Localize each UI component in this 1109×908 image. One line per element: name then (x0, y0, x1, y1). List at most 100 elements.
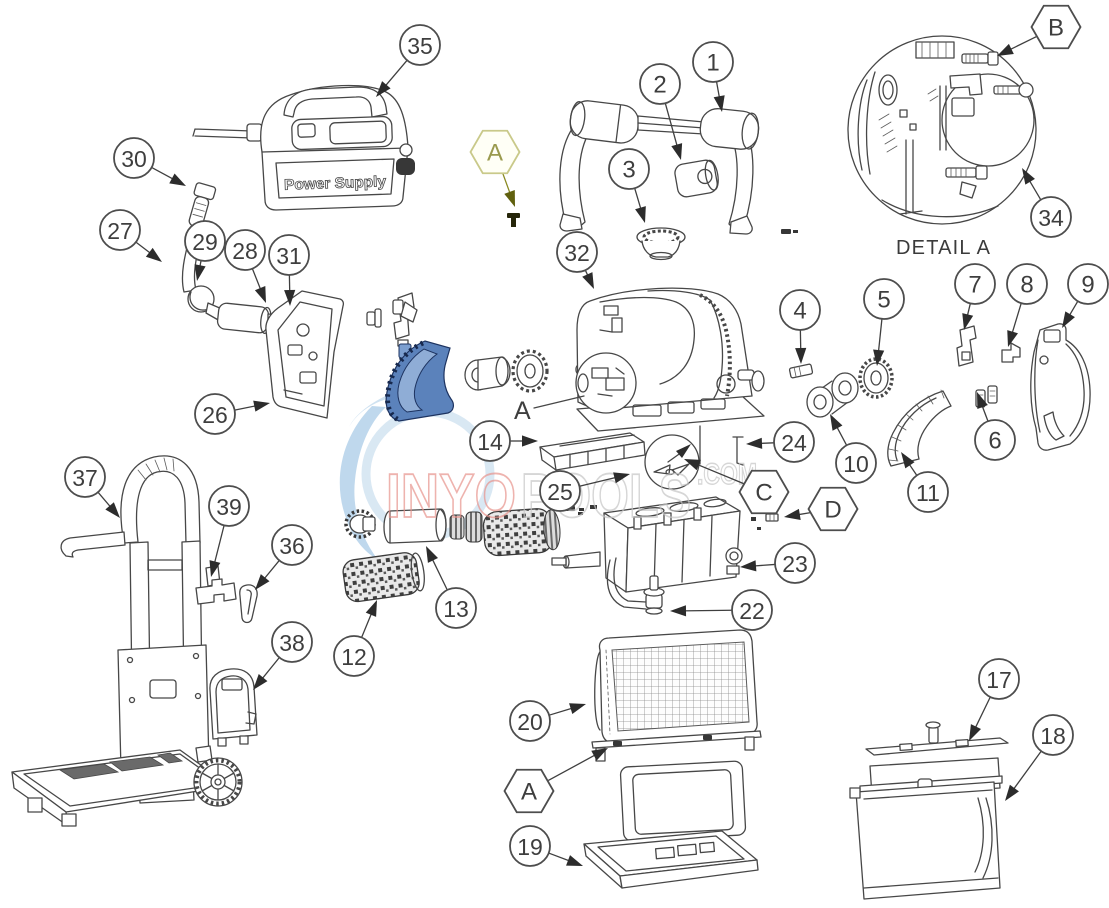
part-19-basket (583, 760, 759, 889)
svg-text:38: 38 (279, 630, 305, 656)
caddy-wheel-icon (193, 757, 243, 807)
callout-12: 12 (333, 600, 377, 677)
callout-17: 17 (969, 658, 1020, 741)
part-gear-left (511, 349, 549, 393)
part-36-pin (239, 584, 258, 624)
callout-37: 37 (64, 456, 120, 518)
svg-text:3: 3 (622, 157, 635, 184)
svg-text:9: 9 (1081, 272, 1094, 299)
part-9-side-guard (1030, 323, 1091, 451)
screws-d-target (751, 513, 779, 530)
part-2-float (674, 159, 719, 198)
svg-text:11: 11 (916, 480, 940, 506)
part-32-body-housing (575, 287, 765, 466)
part-22-hose-fitting (606, 557, 665, 615)
callout-19: 19 (509, 825, 583, 867)
svg-text:6: 6 (988, 428, 1001, 455)
callout-30: 30 (113, 137, 186, 186)
part-7-bracket (956, 325, 977, 367)
svg-text:35: 35 (407, 33, 433, 59)
callout-38: 38 (253, 621, 313, 690)
screw-b-target (961, 51, 999, 66)
svg-text:12: 12 (341, 644, 367, 670)
part-4-bar-washer (788, 363, 814, 379)
callout-C: C (684, 459, 790, 515)
power-knob-icon (396, 158, 415, 175)
part-28-float-cylinder (216, 302, 272, 334)
callout-36: 36 (255, 524, 313, 590)
svg-text:28: 28 (232, 238, 258, 264)
callout-7: 7 (954, 263, 996, 330)
svg-text:5: 5 (877, 287, 890, 314)
callout-9: 9 (1062, 263, 1109, 328)
callout-25: 25 (539, 470, 630, 512)
svg-text:36: 36 (279, 533, 305, 559)
part-30-cable-connector (188, 182, 217, 228)
callout-B: B (997, 4, 1082, 56)
power-supply-label: Power Supply (284, 173, 387, 194)
callout-24: 24 (746, 421, 815, 463)
part-20-screen (591, 629, 762, 762)
svg-text:4: 4 (793, 298, 806, 325)
part-13-roller-assembly (344, 506, 584, 557)
callout-18: 18 (1005, 714, 1074, 801)
section-a-label: A (514, 395, 585, 425)
part-39-clip (195, 565, 237, 605)
part-14-vane-strip (539, 432, 646, 471)
part-5-gear (858, 357, 894, 399)
svg-text:C: C (755, 480, 772, 507)
callout-39: 39 (208, 485, 250, 577)
svg-text:30: 30 (121, 146, 147, 172)
callout-5: 5 (863, 278, 905, 366)
svg-text:25: 25 (547, 479, 573, 505)
svg-text:A: A (487, 140, 503, 167)
svg-text:A: A (514, 397, 531, 425)
callout-13: 13 (426, 546, 477, 629)
part-37-caddy (11, 455, 243, 827)
screw-a-bottom (613, 741, 622, 746)
detail-a-caption: DETAIL A (896, 237, 992, 259)
svg-text:2: 2 (653, 72, 666, 99)
svg-text:27: 27 (107, 218, 133, 244)
svg-text:26: 26 (202, 402, 228, 428)
callout-31: 31 (268, 234, 310, 306)
callout-35: 35 (376, 24, 441, 97)
part-1-handle (559, 100, 760, 235)
svg-text:1: 1 (706, 50, 719, 77)
part-12-brush (342, 552, 425, 603)
svg-text:A: A (521, 779, 537, 806)
svg-text:34: 34 (1038, 205, 1064, 231)
part-26-side-plate (265, 290, 345, 419)
callout-6: 6 (974, 392, 1016, 461)
detail-a-view: DETAIL A (847, 35, 1037, 259)
part-24-pin (732, 436, 744, 466)
part-11-track (887, 389, 952, 467)
svg-text:23: 23 (782, 551, 808, 577)
callout-20: 20 (509, 700, 586, 742)
part-23-pump-box (551, 496, 743, 615)
callout-27: 27 (99, 209, 162, 262)
svg-text:22: 22 (739, 598, 765, 624)
part-drive-track-left (385, 299, 454, 423)
screw-a-top (507, 213, 520, 227)
callout-ref-a-top: A (469, 129, 521, 207)
callout-4: 4 (779, 289, 821, 364)
svg-text:D: D (824, 497, 841, 524)
callout-34: 34 (1022, 168, 1072, 238)
callout-29: 29 (184, 220, 226, 281)
callout-2: 2 (639, 63, 683, 160)
parts-layer: Power Supply (11, 35, 1091, 900)
fastener-dash (781, 229, 798, 234)
svg-text:20: 20 (517, 709, 543, 735)
svg-text:17: 17 (986, 667, 1012, 693)
part-38-door (209, 668, 258, 747)
part-35-power-supply: Power Supply (192, 84, 415, 211)
svg-text:14: 14 (477, 429, 503, 455)
callout-32: 32 (556, 231, 598, 289)
callout-8: 8 (1006, 263, 1048, 347)
svg-text:39: 39 (216, 494, 242, 520)
callout-D: D (784, 486, 859, 532)
